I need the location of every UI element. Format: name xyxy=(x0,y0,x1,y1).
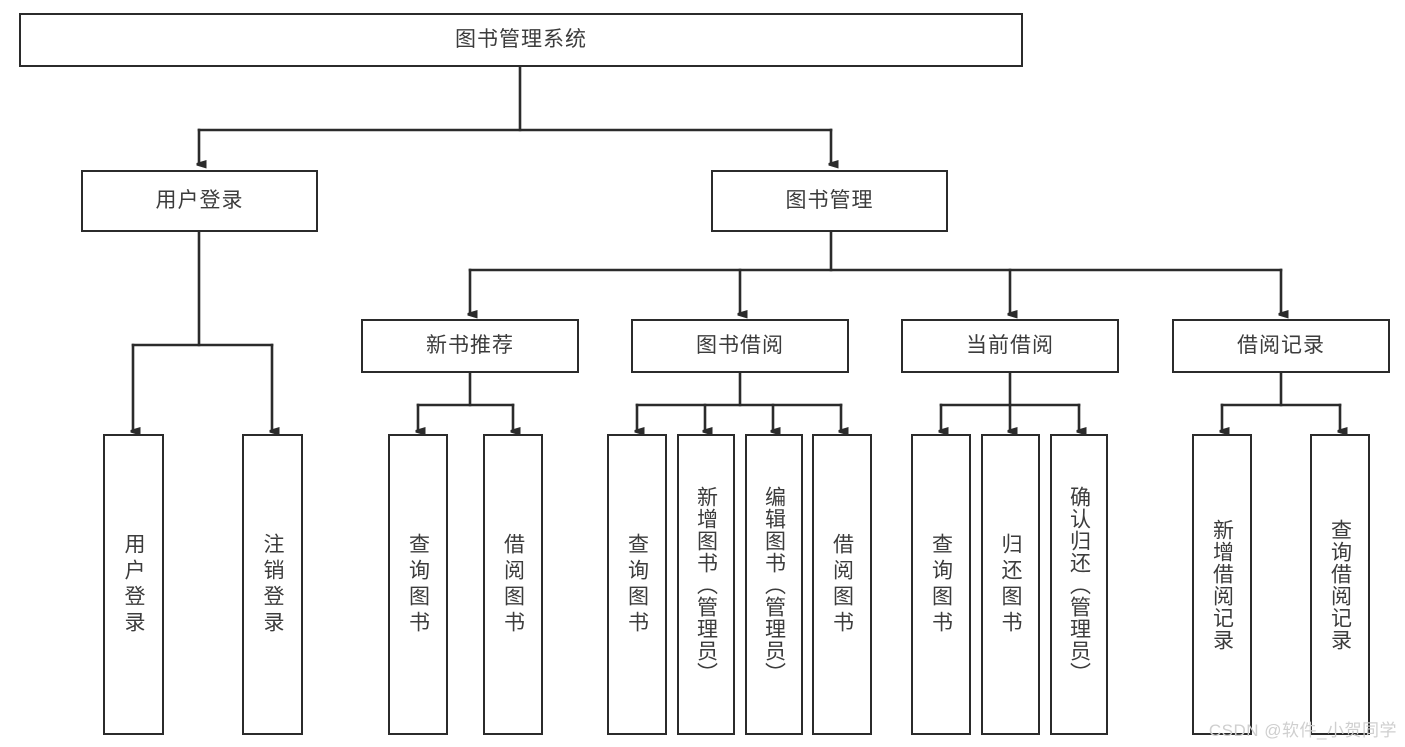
leaf-book-borrow-add[interactable]: 新增图书（管理员） xyxy=(677,434,735,735)
leaf-new-book-query[interactable]: 查询图书 xyxy=(388,434,448,735)
watermark-text: CSDN @软件_小贺同学 xyxy=(1208,721,1397,740)
leaf-borrow-record-query-label: 查询借阅记录 xyxy=(1328,518,1352,651)
node-new-book-recommend[interactable]: 新书推荐 xyxy=(361,319,579,373)
leaf-current-borrow-query-label: 查询图书 xyxy=(929,532,953,637)
leaf-book-borrow-add-label: 新增图书（管理员） xyxy=(694,485,718,684)
leaf-user-login-signin-label: 用户登录 xyxy=(122,532,145,637)
leaf-borrow-record-query[interactable]: 查询借阅记录 xyxy=(1310,434,1370,735)
leaf-book-borrow-query[interactable]: 查询图书 xyxy=(607,434,667,735)
leaf-new-book-query-label: 查询图书 xyxy=(406,532,430,637)
node-book-borrow[interactable]: 图书借阅 xyxy=(631,319,849,373)
leaf-borrow-record-add[interactable]: 新增借阅记录 xyxy=(1192,434,1252,735)
leaf-user-login-signout-label: 注销登录 xyxy=(261,532,284,637)
node-book-borrow-label: 图书借阅 xyxy=(696,333,784,357)
leaf-current-borrow-return-label: 归还图书 xyxy=(999,532,1022,637)
leaf-book-borrow-query-label: 查询图书 xyxy=(625,532,649,637)
node-user-login[interactable]: 用户登录 xyxy=(81,170,318,232)
leaf-borrow-record-add-label: 新增借阅记录 xyxy=(1210,518,1234,651)
leaf-book-borrow-edit-label: 编辑图书（管理员） xyxy=(762,485,786,684)
node-borrow-record[interactable]: 借阅记录 xyxy=(1172,319,1390,373)
node-root[interactable]: 图书管理系统 xyxy=(19,13,1023,67)
leaf-new-book-borrow-label: 借阅图书 xyxy=(501,532,525,637)
leaf-user-login-signin[interactable]: 用户登录 xyxy=(103,434,164,735)
node-book-management[interactable]: 图书管理 xyxy=(711,170,948,232)
leaf-new-book-borrow[interactable]: 借阅图书 xyxy=(483,434,543,735)
node-book-management-label: 图书管理 xyxy=(785,188,874,212)
leaf-current-borrow-confirm[interactable]: 确认归还（管理员） xyxy=(1050,434,1108,735)
node-current-borrow[interactable]: 当前借阅 xyxy=(901,319,1119,373)
leaf-current-borrow-confirm-label: 确认归还（管理员） xyxy=(1067,485,1091,684)
leaf-user-login-signout[interactable]: 注销登录 xyxy=(242,434,303,735)
leaf-book-borrow-edit[interactable]: 编辑图书（管理员） xyxy=(745,434,803,735)
node-root-label: 图书管理系统 xyxy=(455,27,587,51)
leaf-book-borrow-lend-label: 借阅图书 xyxy=(830,532,854,637)
node-user-login-label: 用户登录 xyxy=(155,188,244,212)
leaf-book-borrow-lend[interactable]: 借阅图书 xyxy=(812,434,872,735)
node-new-book-recommend-label: 新书推荐 xyxy=(426,333,514,357)
leaf-current-borrow-query[interactable]: 查询图书 xyxy=(911,434,971,735)
node-borrow-record-label: 借阅记录 xyxy=(1237,333,1325,357)
leaf-current-borrow-return[interactable]: 归还图书 xyxy=(981,434,1040,735)
node-current-borrow-label: 当前借阅 xyxy=(966,333,1054,357)
